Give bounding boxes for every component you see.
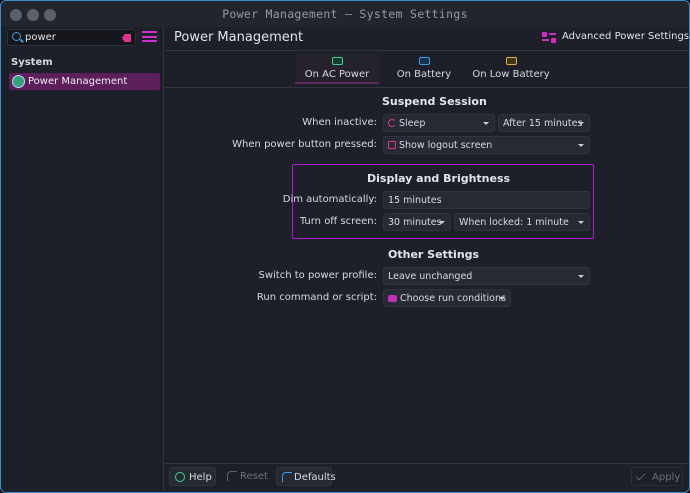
clear-search-icon[interactable] [122,34,131,42]
defaults-icon [282,472,292,482]
advanced-settings-icon [542,32,556,44]
turn-off-screen-value: 30 minutes [388,217,442,228]
power-profile-select[interactable]: Leave unchanged [383,267,590,285]
display-brightness-highlight [292,164,594,239]
tab-on-battery[interactable]: On Battery [382,54,466,84]
power-profile-value: Leave unchanged [388,271,473,282]
hamburger-menu-icon[interactable] [142,31,157,44]
run-conditions-icon [388,295,397,302]
window-button-1[interactable] [10,9,22,21]
tab-label: On Battery [396,69,452,80]
search-value: power [25,32,56,43]
display-brightness-title: Display and Brightness [367,172,511,185]
turn-off-when-locked-value: When locked: 1 minute [459,217,569,228]
inactive-delay-value: After 15 minutes [503,118,583,129]
sidebar-item-label: Power Management [28,76,128,87]
power-management-icon [12,75,25,88]
check-icon [635,470,646,481]
battery-icon [418,57,430,65]
chevron-down-icon [578,144,584,147]
defaults-button[interactable]: Defaults [276,467,336,486]
power-profile-label: Switch to power profile: [258,270,377,281]
dim-automatically-select[interactable]: 15 minutes [383,191,590,209]
tab-on-ac-power[interactable]: On AC Power [295,54,379,84]
advanced-power-settings-label: Advanced Power Settings... [562,31,690,42]
window-title: Power Management — System Settings [222,7,468,21]
tab-label: On AC Power [304,69,370,80]
power-button-action-value: Show logout screen [399,140,493,151]
chevron-down-icon [499,297,505,300]
inactive-delay-select[interactable]: After 15 minutes [498,114,590,132]
chevron-down-icon [578,221,584,224]
run-conditions-value: Choose run conditions [400,293,506,304]
footer-bar [165,463,689,492]
chevron-down-icon [578,275,584,278]
power-button-label: When power button pressed: [232,139,377,150]
help-icon [175,472,185,482]
power-button-action-select[interactable]: Show logout screen [383,136,590,154]
turn-off-when-locked-select[interactable]: When locked: 1 minute [454,213,590,231]
page-header: Power Management [165,27,689,51]
run-conditions-button[interactable]: Choose run conditions [383,289,511,307]
page-title: Power Management [174,30,304,45]
tab-label: On Low Battery [472,69,550,80]
reset-icon [227,471,237,481]
window-button-2[interactable] [27,9,39,21]
title-bar: Power Management — System Settings [1,1,689,27]
chevron-down-icon [578,122,584,125]
other-settings-title: Other Settings [388,248,480,261]
sidebar-section-label: System [11,57,53,68]
help-label: Help [189,472,212,483]
search-input[interactable]: power [7,29,136,46]
apply-button[interactable]: Apply [631,467,683,486]
turn-off-screen-select[interactable]: 30 minutes [383,213,451,231]
low-battery-icon [505,57,517,65]
help-button[interactable]: Help [169,467,216,486]
search-icon [12,32,21,41]
chevron-down-icon [483,122,489,125]
dim-automatically-value: 15 minutes [388,195,442,206]
run-command-label: Run command or script: [256,292,377,303]
sidebar [2,27,164,492]
suspend-session-title: Suspend Session [382,95,487,108]
sidebar-item-power-management[interactable]: Power Management [9,73,160,90]
reset-label: Reset [240,471,268,482]
tab-on-low-battery[interactable]: On Low Battery [469,54,553,84]
inactive-action-value: Sleep [399,118,426,129]
tab-divider [165,87,689,88]
window-button-3[interactable] [44,9,56,21]
when-inactive-label: When inactive: [302,117,377,128]
reset-button[interactable]: Reset [222,467,272,486]
dim-automatically-label: Dim automatically: [282,194,377,205]
logout-icon [388,141,396,149]
inactive-action-select[interactable]: Sleep [383,114,495,132]
ac-power-icon [331,57,343,65]
chevron-down-icon [439,221,445,224]
turn-off-screen-label: Turn off screen: [299,216,377,227]
apply-label: Apply [652,472,681,483]
sleep-icon [388,119,396,127]
defaults-label: Defaults [294,472,336,483]
